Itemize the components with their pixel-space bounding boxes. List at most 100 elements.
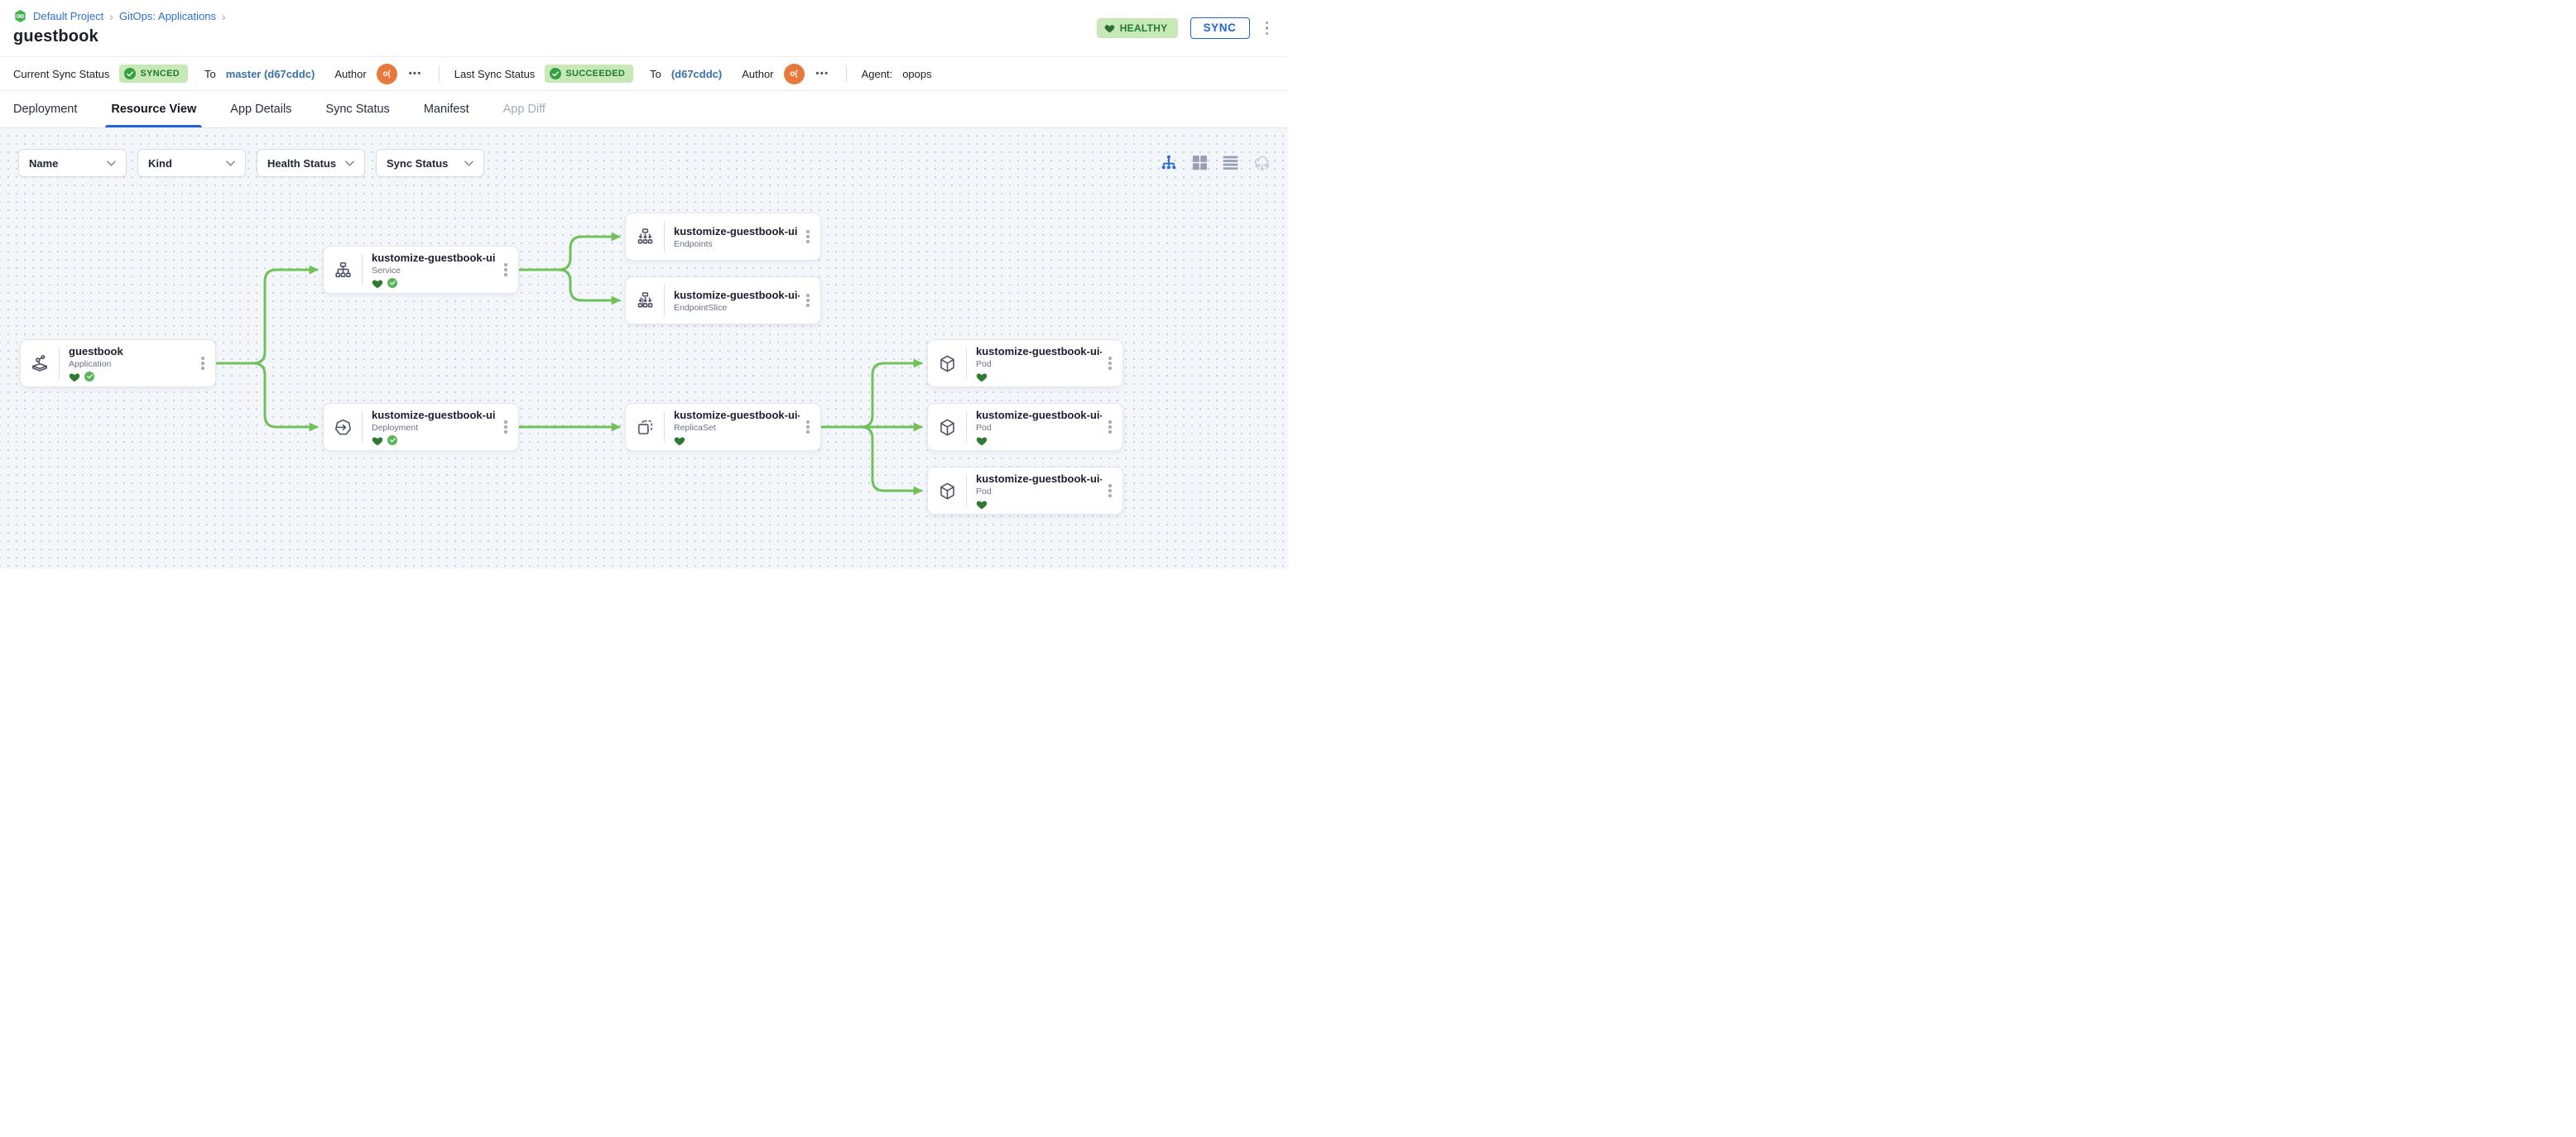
node-menu-button[interactable] [800,418,816,436]
divider [845,65,847,82]
node-menu-button[interactable] [1102,418,1118,436]
node-deployment-kustomize-guestbook-ui[interactable]: kustomize-guestbook-ui Deployment [323,403,519,451]
healthy-heart-icon [372,436,383,445]
pod-icon [928,481,966,501]
breadcrumb-separator: › [222,9,226,23]
node-pod-kustomize-guestbook-ui-2[interactable]: kustomize-guestbook-ui-... Pod [927,403,1123,451]
node-menu-button[interactable] [195,354,211,372]
name-filter-dropdown[interactable]: Name [18,149,127,177]
header-actions: HEALTHY SYNC [1096,17,1272,39]
gitops-logo-icon [13,9,27,23]
list-view-icon[interactable] [1223,155,1238,170]
node-name: kustomize-guestbook-ui [372,251,496,264]
page-title: guestbook [13,27,99,46]
tab-app-details[interactable]: App Details [230,103,292,116]
node-name: kustomize-guestbook-ui-... [674,288,800,301]
node-name: kustomize-guestbook-ui-... [976,408,1102,421]
grid-view-icon[interactable] [1192,155,1208,170]
last-sync-status-label: Last Sync Status [454,67,536,80]
synced-check-icon [387,435,397,445]
kind-filter-dropdown[interactable]: Kind [137,149,246,177]
current-revision-link[interactable]: master (d67cddc) [225,67,315,80]
tree-view-icon[interactable] [1161,155,1177,170]
breadcrumb-separator: › [109,9,113,23]
cloud-view-icon[interactable] [1253,154,1271,170]
node-menu-button[interactable] [1102,354,1118,372]
node-menu-button[interactable] [497,261,514,279]
commit-details-button[interactable]: ••• [408,69,422,79]
chevron-down-icon [226,160,235,166]
node-menu-button[interactable] [1102,482,1118,500]
tab-manifest[interactable]: Manifest [423,103,469,116]
endpoints-icon [626,227,664,247]
breadcrumb-applications-link[interactable]: GitOps: Applications [118,10,216,22]
node-menu-button[interactable] [497,418,514,436]
health-status-badge: HEALTHY [1096,18,1178,38]
tab-app-diff[interactable]: App Diff [502,103,545,116]
page-header: Default Project › GitOps: Applications ›… [0,0,1288,56]
node-pod-kustomize-guestbook-ui-3[interactable]: kustomize-guestbook-ui-... Pod [927,467,1123,515]
to-label: To [204,67,216,80]
succeeded-badge: SUCCEEDED [545,65,634,83]
healthy-heart-icon [976,500,988,509]
tab-sync-status[interactable]: Sync Status [325,103,390,116]
node-kind: Service [372,265,401,276]
heart-icon [1104,25,1114,33]
commit-details-button[interactable]: ••• [815,69,829,79]
breadcrumb: Default Project › GitOps: Applications › [13,9,1270,23]
agent-label: Agent: [861,67,893,80]
node-replicaset-kustomize-guestbook-ui[interactable]: kustomize-guestbook-ui-... ReplicaSet [625,403,821,451]
pod-icon [928,353,966,374]
node-name: guestbook [69,344,123,357]
node-name: kustomize-guestbook-ui-... [976,472,1102,485]
node-kind: ReplicaSet [674,422,716,433]
replicaset-icon [626,417,664,438]
synced-check-icon [387,278,397,288]
author-label: Author [742,67,774,80]
healthy-heart-icon [976,372,988,381]
node-name: kustomize-guestbook-ui [674,224,798,237]
application-icon [21,353,59,374]
breadcrumb-project-link[interactable]: Default Project [33,10,104,22]
endpointslice-icon [626,290,664,311]
node-application-guestbook[interactable]: guestbook Application [20,339,216,387]
filter-bar: Name Kind Health Status Sync Status [18,149,484,177]
view-mode-switcher [1161,154,1271,170]
node-kind: Application [69,358,112,369]
tab-resource-view[interactable]: Resource View [105,91,203,127]
gitops-application-page: Default Project › GitOps: Applications ›… [0,0,1288,568]
healthy-heart-icon [372,279,383,288]
node-service-kustomize-guestbook-ui[interactable]: kustomize-guestbook-ui Service [323,246,519,294]
node-endpoints-kustomize-guestbook-ui[interactable]: kustomize-guestbook-ui Endpoints [625,213,821,261]
node-menu-button[interactable] [800,228,816,246]
sync-status-filter-dropdown[interactable]: Sync Status [376,149,484,177]
current-sync-status-label: Current Sync Status [13,67,110,80]
more-options-button[interactable] [1262,19,1272,38]
health-status-filter-dropdown[interactable]: Health Status [257,149,365,177]
chevron-down-icon [107,160,116,166]
node-menu-button[interactable] [800,291,816,309]
tab-bar: Deployment Resource View App Details Syn… [0,91,1288,128]
node-kind: EndpointSlice [674,302,728,313]
node-name: kustomize-guestbook-ui-... [976,344,1102,357]
node-name: kustomize-guestbook-ui-... [674,408,800,421]
node-pod-kustomize-guestbook-ui-1[interactable]: kustomize-guestbook-ui-... Pod [927,339,1123,387]
deployment-icon [324,417,362,438]
healthy-heart-icon [674,436,685,445]
chevron-down-icon [345,160,354,166]
node-name: kustomize-guestbook-ui [372,408,496,421]
node-endpointslice-kustomize-guestbook-ui[interactable]: kustomize-guestbook-ui-... EndpointSlice [625,276,821,324]
last-revision-link[interactable]: (d67cddc) [670,67,723,80]
node-kind: Pod [976,422,992,433]
to-label: To [650,67,661,80]
sync-button[interactable]: SYNC [1189,17,1250,39]
tab-deployment[interactable]: Deployment [13,103,78,116]
divider [438,65,440,82]
check-circle-icon [550,68,562,79]
sync-status-bar: Current Sync Status SYNCED To master (d6… [0,56,1288,91]
author-avatar: o( [783,63,805,84]
chevron-down-icon [464,160,473,166]
healthy-heart-icon [976,436,988,445]
node-kind: Pod [976,358,992,369]
author-label: Author [334,67,367,80]
